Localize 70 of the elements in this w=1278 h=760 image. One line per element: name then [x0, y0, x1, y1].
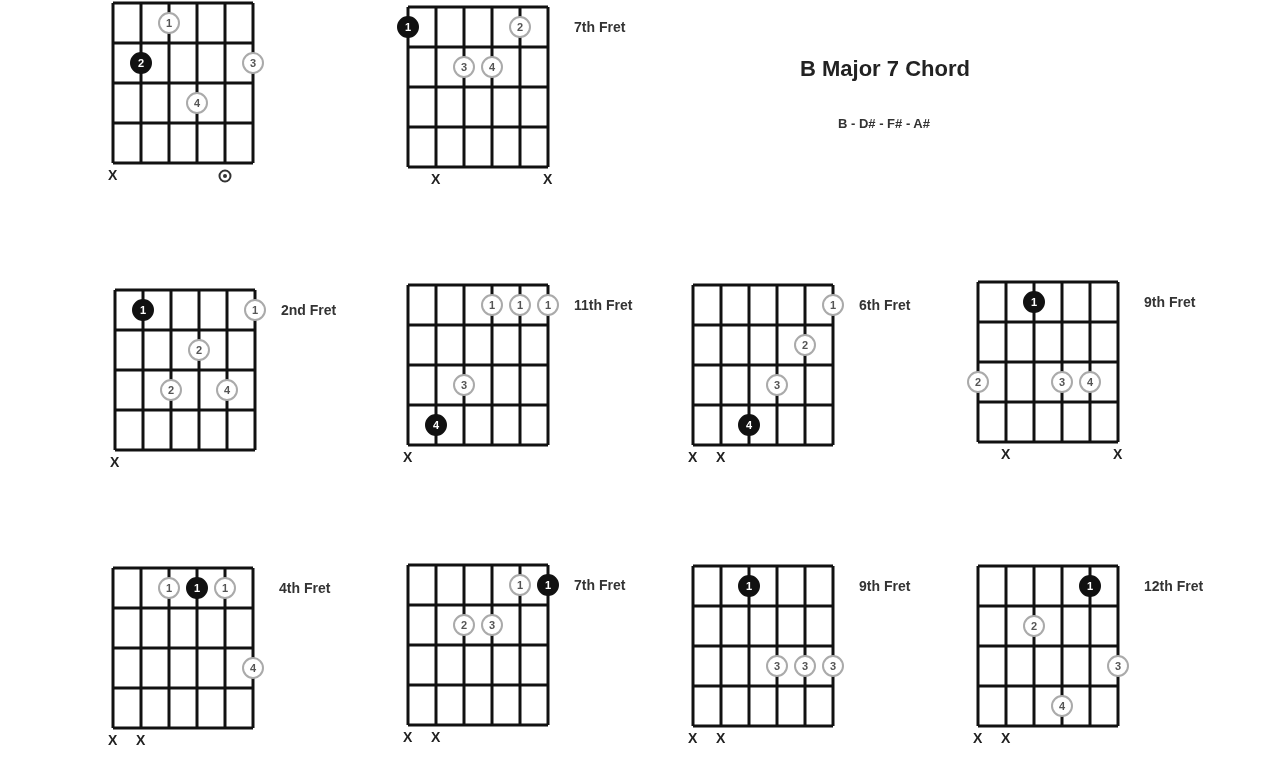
finger-dot: 2	[188, 339, 210, 361]
muted-string-mark: X	[431, 171, 441, 187]
muted-string-mark: X	[973, 730, 983, 746]
finger-dot: 2	[1023, 615, 1045, 637]
fret-label: 11th Fret	[574, 297, 633, 313]
finger-dot: 4	[481, 56, 503, 78]
finger-dot: 2	[453, 614, 475, 636]
muted-string-mark: X	[716, 730, 726, 746]
fret-label: 6th Fret	[859, 297, 911, 313]
finger-dot: 3	[1107, 655, 1129, 677]
finger-dot: 2	[794, 334, 816, 356]
finger-dot: 1	[509, 574, 531, 596]
finger-dot: 4	[425, 414, 447, 436]
finger-dot: 3	[766, 655, 788, 677]
finger-dot: 1	[537, 574, 559, 596]
fret-label: 4th Fret	[279, 580, 331, 596]
muted-string-mark: X	[403, 449, 413, 465]
fret-label: 7th Fret	[574, 19, 626, 35]
muted-string-mark: X	[716, 449, 726, 465]
finger-dot: 2	[967, 371, 989, 393]
finger-dot: 3	[481, 614, 503, 636]
finger-dot: 1	[1023, 291, 1045, 313]
muted-string-mark: X	[403, 729, 413, 745]
finger-dot: 3	[242, 52, 264, 74]
muted-string-mark: X	[688, 730, 698, 746]
finger-dot: 3	[766, 374, 788, 396]
finger-dot: 3	[822, 655, 844, 677]
finger-dot: 1	[397, 16, 419, 38]
finger-dot: 3	[1051, 371, 1073, 393]
finger-dot: 3	[453, 56, 475, 78]
finger-dot: 2	[130, 52, 152, 74]
finger-dot: 1	[537, 294, 559, 316]
finger-dot: 4	[186, 92, 208, 114]
finger-dot: 4	[216, 379, 238, 401]
muted-string-mark: X	[136, 732, 146, 748]
finger-dot: 3	[794, 655, 816, 677]
finger-dot: 1	[738, 575, 760, 597]
fret-label: 9th Fret	[859, 578, 911, 594]
fret-label: 12th Fret	[1144, 578, 1204, 594]
finger-dot: 1	[132, 299, 154, 321]
finger-dot: 2	[160, 379, 182, 401]
muted-string-mark: X	[1001, 730, 1011, 746]
muted-string-mark: X	[688, 449, 698, 465]
finger-dot: 4	[1079, 371, 1101, 393]
finger-dot: 1	[214, 577, 236, 599]
finger-dot: 1	[509, 294, 531, 316]
muted-string-mark: X	[108, 732, 118, 748]
finger-dot: 1	[1079, 575, 1101, 597]
muted-string-mark: X	[110, 454, 120, 470]
finger-dot: 4	[242, 657, 264, 679]
muted-string-mark: X	[1113, 446, 1123, 462]
finger-dot: 4	[738, 414, 760, 436]
finger-dot: 1	[158, 12, 180, 34]
muted-string-mark: X	[108, 167, 118, 183]
muted-string-mark: X	[431, 729, 441, 745]
finger-dot: 1	[244, 299, 266, 321]
muted-string-mark: X	[543, 171, 553, 187]
muted-string-mark: X	[1001, 446, 1011, 462]
finger-dot: 4	[1051, 695, 1073, 717]
finger-dot: 1	[186, 577, 208, 599]
finger-dot: 1	[481, 294, 503, 316]
fret-label: 9th Fret	[1144, 294, 1196, 310]
fret-label: 2nd Fret	[281, 302, 337, 318]
finger-dot: 1	[822, 294, 844, 316]
chord-notes: B - D# - F# - A#	[838, 116, 930, 131]
finger-dot: 1	[158, 577, 180, 599]
finger-dot: 2	[509, 16, 531, 38]
finger-dot: 3	[453, 374, 475, 396]
fret-label: 7th Fret	[574, 577, 626, 593]
chord-title: B Major 7 Chord	[800, 56, 970, 82]
